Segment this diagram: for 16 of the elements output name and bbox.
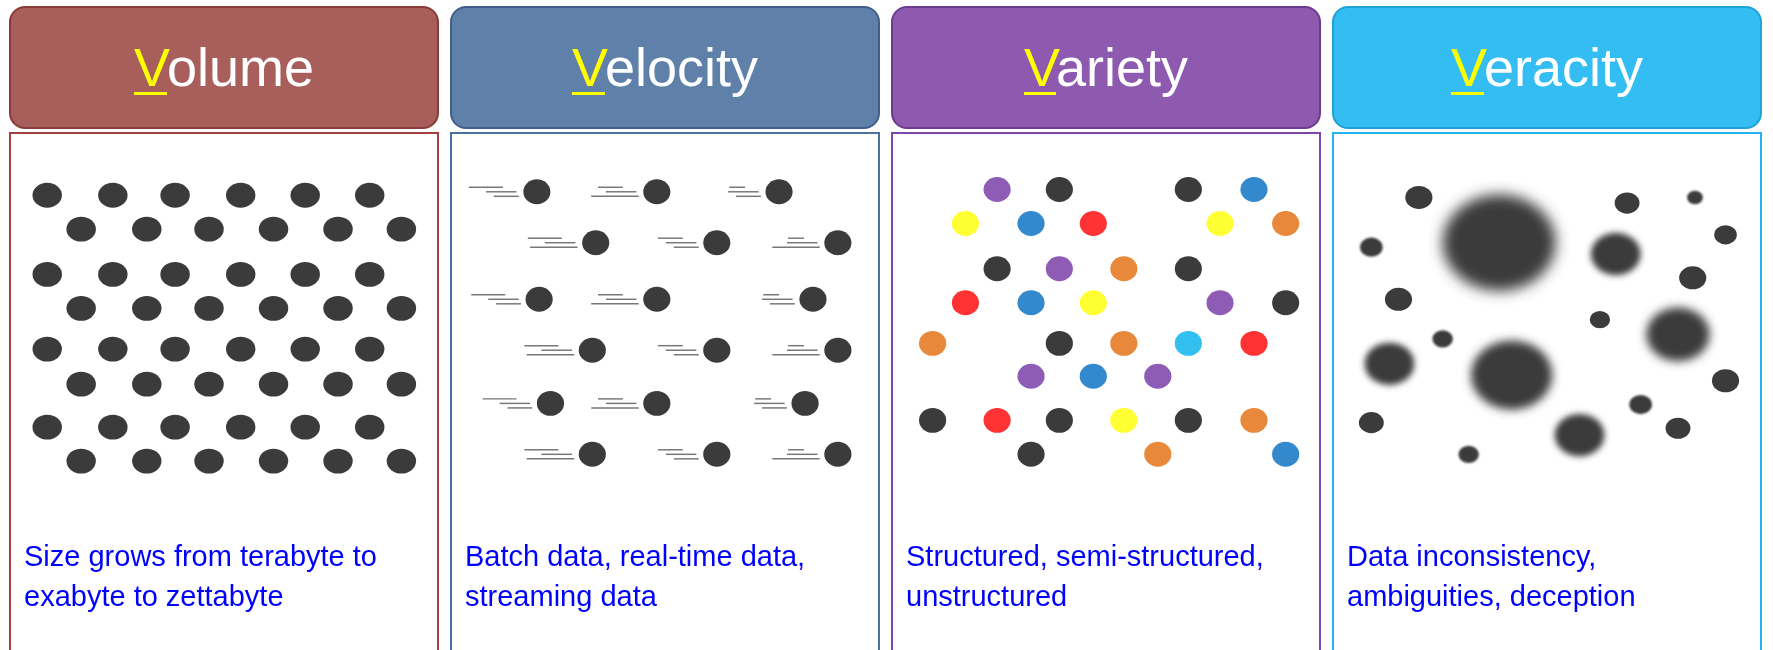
- description-text: Structured, semi-structured, unstructured: [906, 539, 1265, 614]
- category-header: [1332, 6, 1762, 130]
- category-header: [450, 6, 880, 130]
- category-header: [891, 6, 1321, 130]
- category-panel: [9, 132, 439, 650]
- category-panel: [1332, 132, 1762, 650]
- category-panel: [891, 132, 1321, 650]
- category-title: Volume: [133, 36, 315, 100]
- category-title: Velocity: [571, 36, 759, 100]
- category-header: [9, 6, 439, 130]
- category-panel: [450, 132, 880, 650]
- description-text: Batch data, real-time data, streaming data: [465, 539, 807, 614]
- category-title: Veracity: [1450, 36, 1644, 100]
- description-text: Data inconsistency, ambiguities, deception: [1347, 539, 1637, 614]
- category-title: Variety: [1023, 36, 1189, 100]
- description-text: Size grows from terabyte to exabyte to zettabyte: [24, 539, 378, 614]
